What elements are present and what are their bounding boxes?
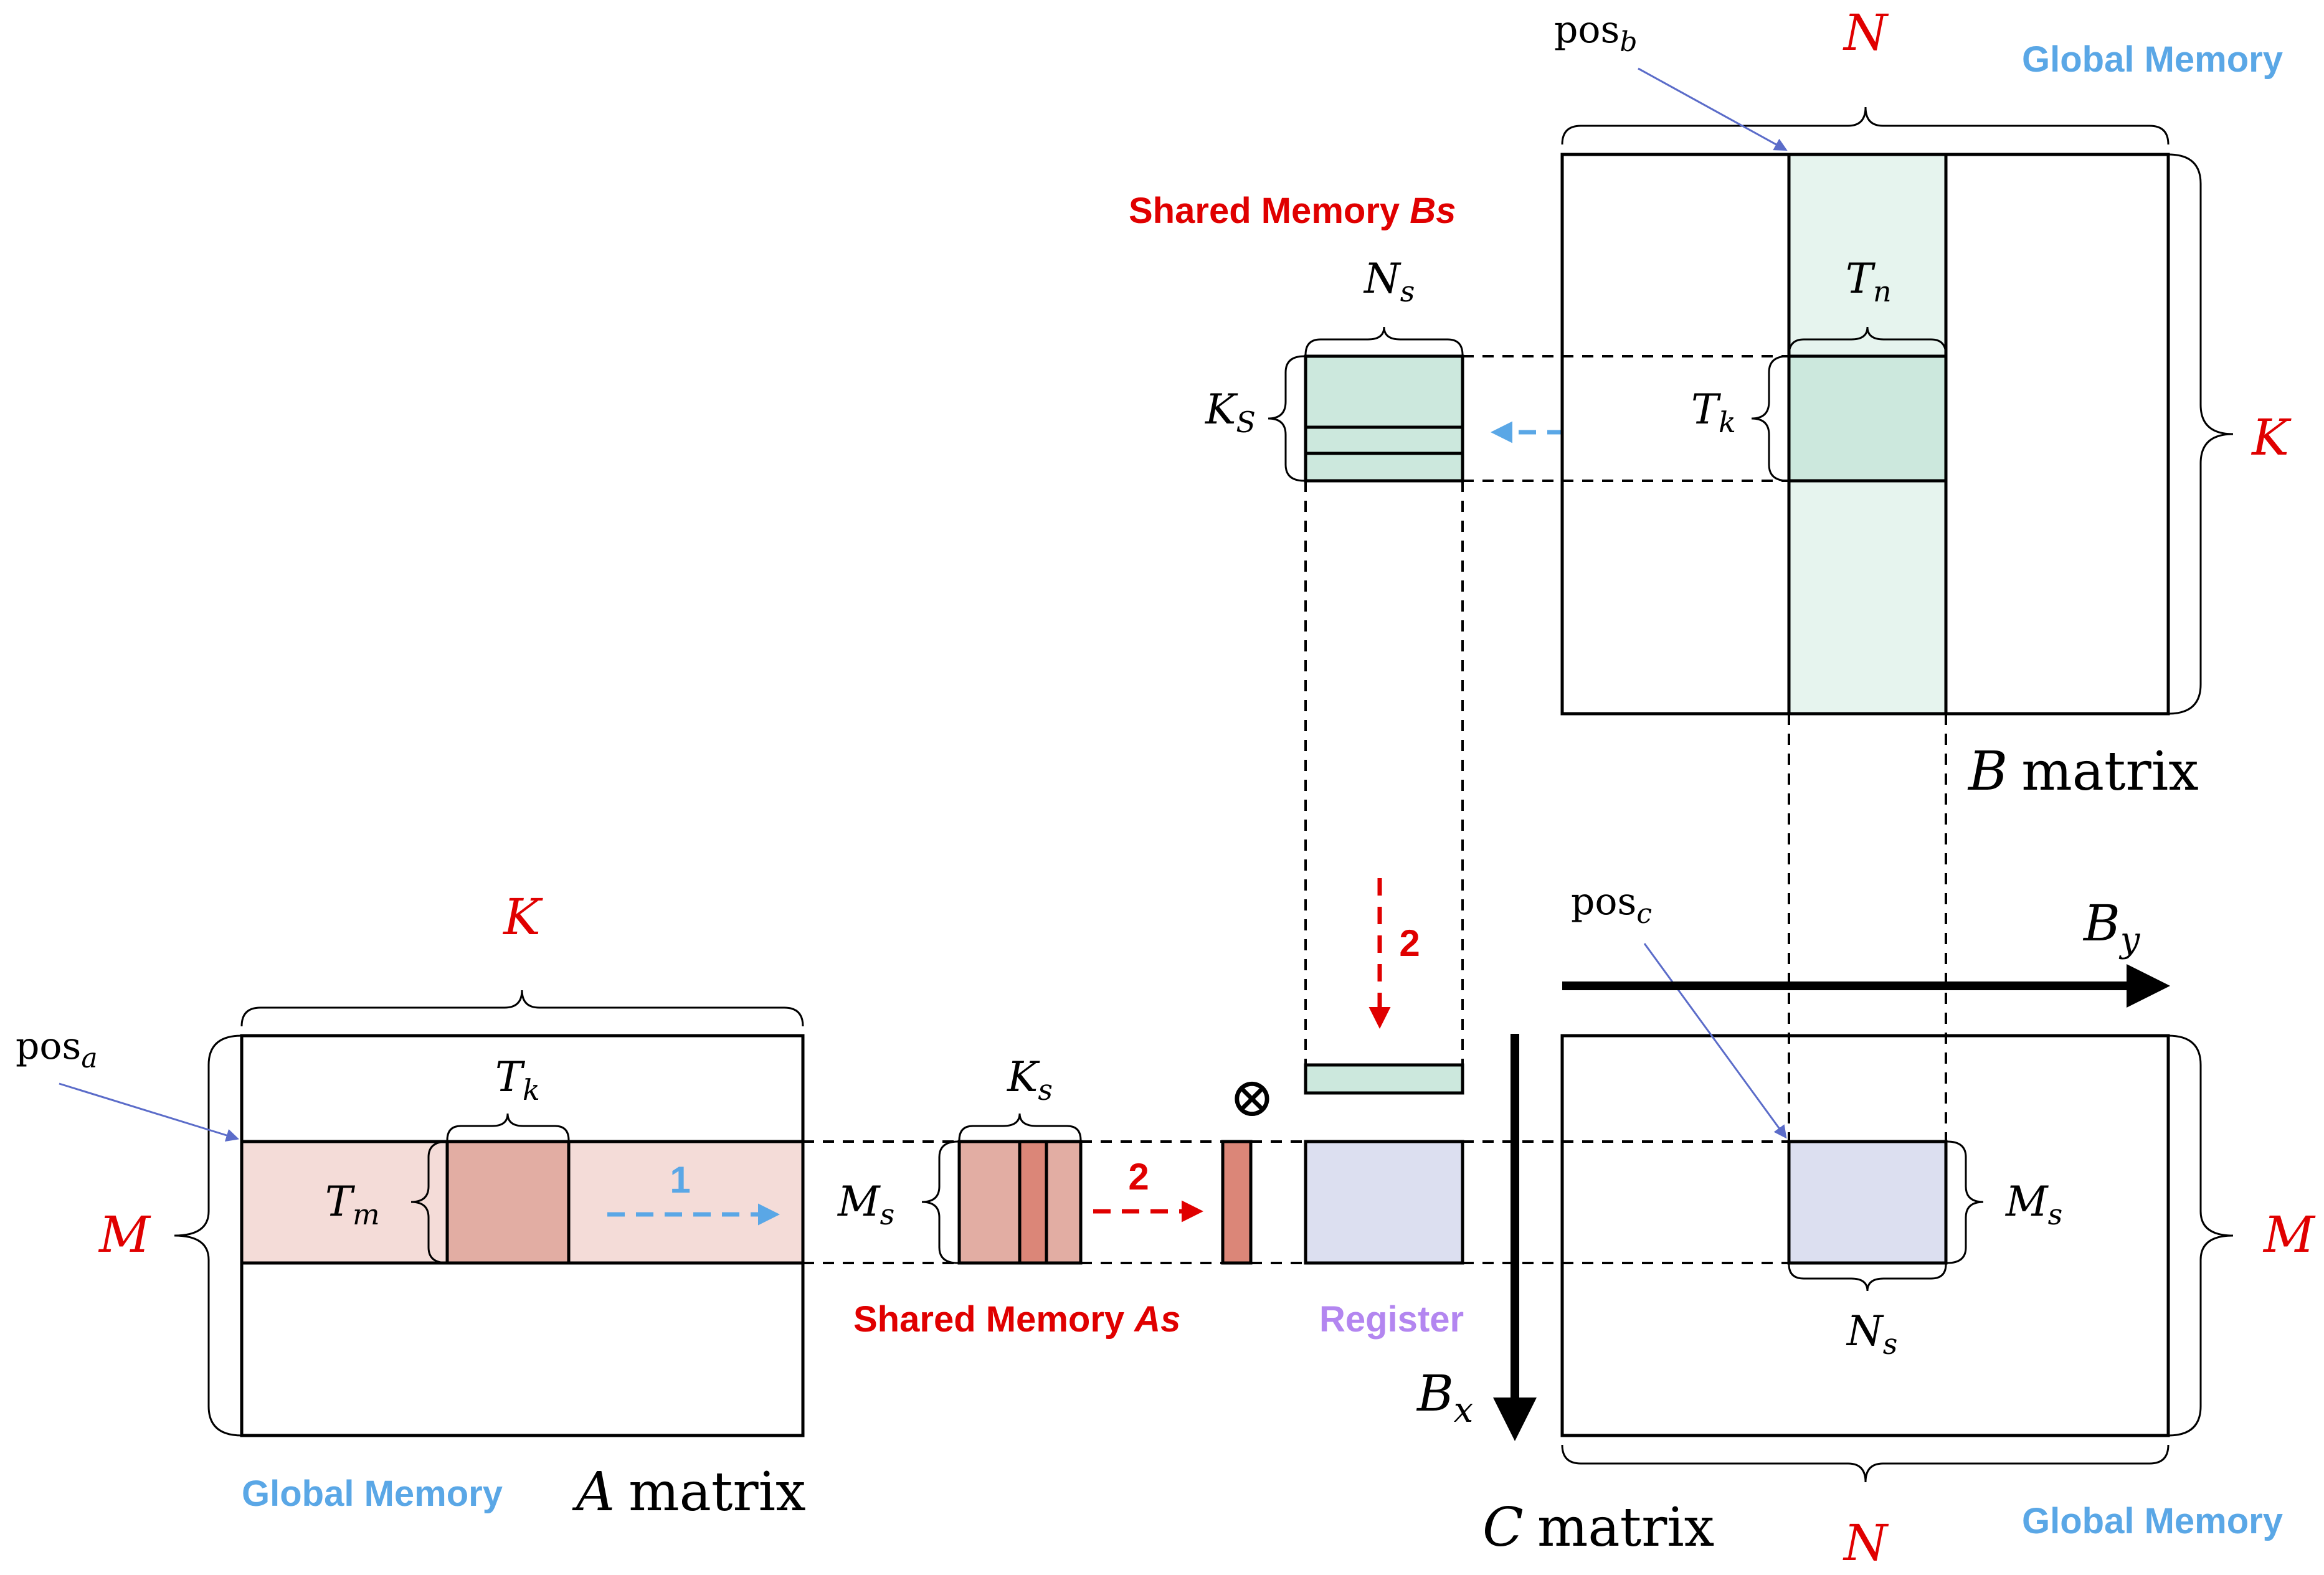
a-m-label: M bbox=[98, 1206, 151, 1264]
as-ms-label: Ms bbox=[837, 1178, 894, 1231]
as-ks-label: Ks bbox=[1007, 1053, 1053, 1107]
b-global-memory-label: Global Memory bbox=[2022, 39, 2283, 80]
as-ms-brace bbox=[921, 1140, 959, 1264]
c-m-brace bbox=[2168, 1034, 2234, 1437]
b-k-label: K bbox=[2250, 409, 2292, 466]
a-global-memory-label: Global Memory bbox=[242, 1473, 503, 1514]
b-tn-label: Tn bbox=[1846, 255, 1892, 308]
c-matrix bbox=[1560, 1034, 2170, 1437]
register-block bbox=[1304, 1140, 1464, 1265]
c-ms-brace bbox=[1947, 1140, 1984, 1264]
pos-b-label: posb bbox=[1554, 8, 1638, 58]
bs-ns-label: Ns bbox=[1363, 255, 1415, 308]
c-tile bbox=[1787, 1140, 1948, 1265]
pos-c-label: posc bbox=[1571, 880, 1652, 930]
a-tm-label: Tm bbox=[325, 1178, 380, 1231]
shared-bs bbox=[1304, 354, 1464, 483]
b-n-brace bbox=[1561, 106, 2170, 145]
a-tk-label: Tk bbox=[495, 1053, 540, 1107]
pos-a-label: posa bbox=[16, 1024, 98, 1074]
b-k-brace bbox=[2168, 153, 2234, 715]
a-register-column bbox=[1221, 1140, 1253, 1265]
c-ns-brace bbox=[1788, 1264, 1947, 1292]
bx-label: Bx bbox=[1416, 1365, 1473, 1431]
c-n-brace bbox=[1561, 1444, 2170, 1483]
bs-step2-label: 2 bbox=[1399, 922, 1420, 964]
pos-b-arrow bbox=[1638, 67, 1788, 151]
shared-as bbox=[957, 1140, 1083, 1265]
b-matrix bbox=[1560, 153, 2170, 716]
b-tk-label: Tk bbox=[1691, 385, 1736, 439]
shared-as-label: Shared Memory As bbox=[853, 1299, 1180, 1340]
c-global-memory-label: Global Memory bbox=[2022, 1501, 2283, 1541]
dashed-guides bbox=[803, 355, 1947, 1264]
as-column bbox=[1018, 1140, 1048, 1265]
b-register-row bbox=[1304, 1063, 1464, 1095]
pos-c-arrow bbox=[1643, 943, 1787, 1139]
c-n-label: N bbox=[1843, 1514, 1889, 1572]
by-label: By bbox=[2082, 894, 2141, 960]
a-m-brace bbox=[174, 1034, 242, 1437]
bs-block bbox=[1304, 354, 1464, 483]
register-label: Register bbox=[1319, 1299, 1464, 1340]
shared-bs-label: Shared Memory Bs bbox=[1129, 191, 1456, 231]
a-tm-brace bbox=[410, 1140, 448, 1264]
b-n-label: N bbox=[1843, 4, 1889, 62]
bs-ns-brace bbox=[1304, 326, 1464, 356]
b-tn-brace bbox=[1788, 326, 1947, 356]
otimes-symbol: ⊗ bbox=[1229, 1065, 1275, 1129]
b-tk-brace bbox=[1751, 355, 1788, 482]
a-step1-label: 1 bbox=[670, 1159, 690, 1201]
bs-ks-label: KS bbox=[1205, 385, 1256, 439]
c-m-label: M bbox=[2262, 1206, 2316, 1264]
bs-ks-brace bbox=[1268, 355, 1305, 482]
a-k-label: K bbox=[502, 888, 543, 946]
a-matrix bbox=[240, 1034, 805, 1437]
c-ms-label: Ms bbox=[2005, 1178, 2062, 1231]
a-k-brace bbox=[240, 990, 804, 1027]
a-tile-tk bbox=[445, 1140, 571, 1265]
as-step2-label: 2 bbox=[1128, 1156, 1149, 1198]
a-tk-brace bbox=[446, 1113, 570, 1141]
as-ks-brace bbox=[958, 1113, 1082, 1141]
pos-a-arrow bbox=[59, 1082, 240, 1142]
b-tile-tk bbox=[1787, 354, 1948, 483]
c-ns-label: Ns bbox=[1846, 1307, 1897, 1361]
